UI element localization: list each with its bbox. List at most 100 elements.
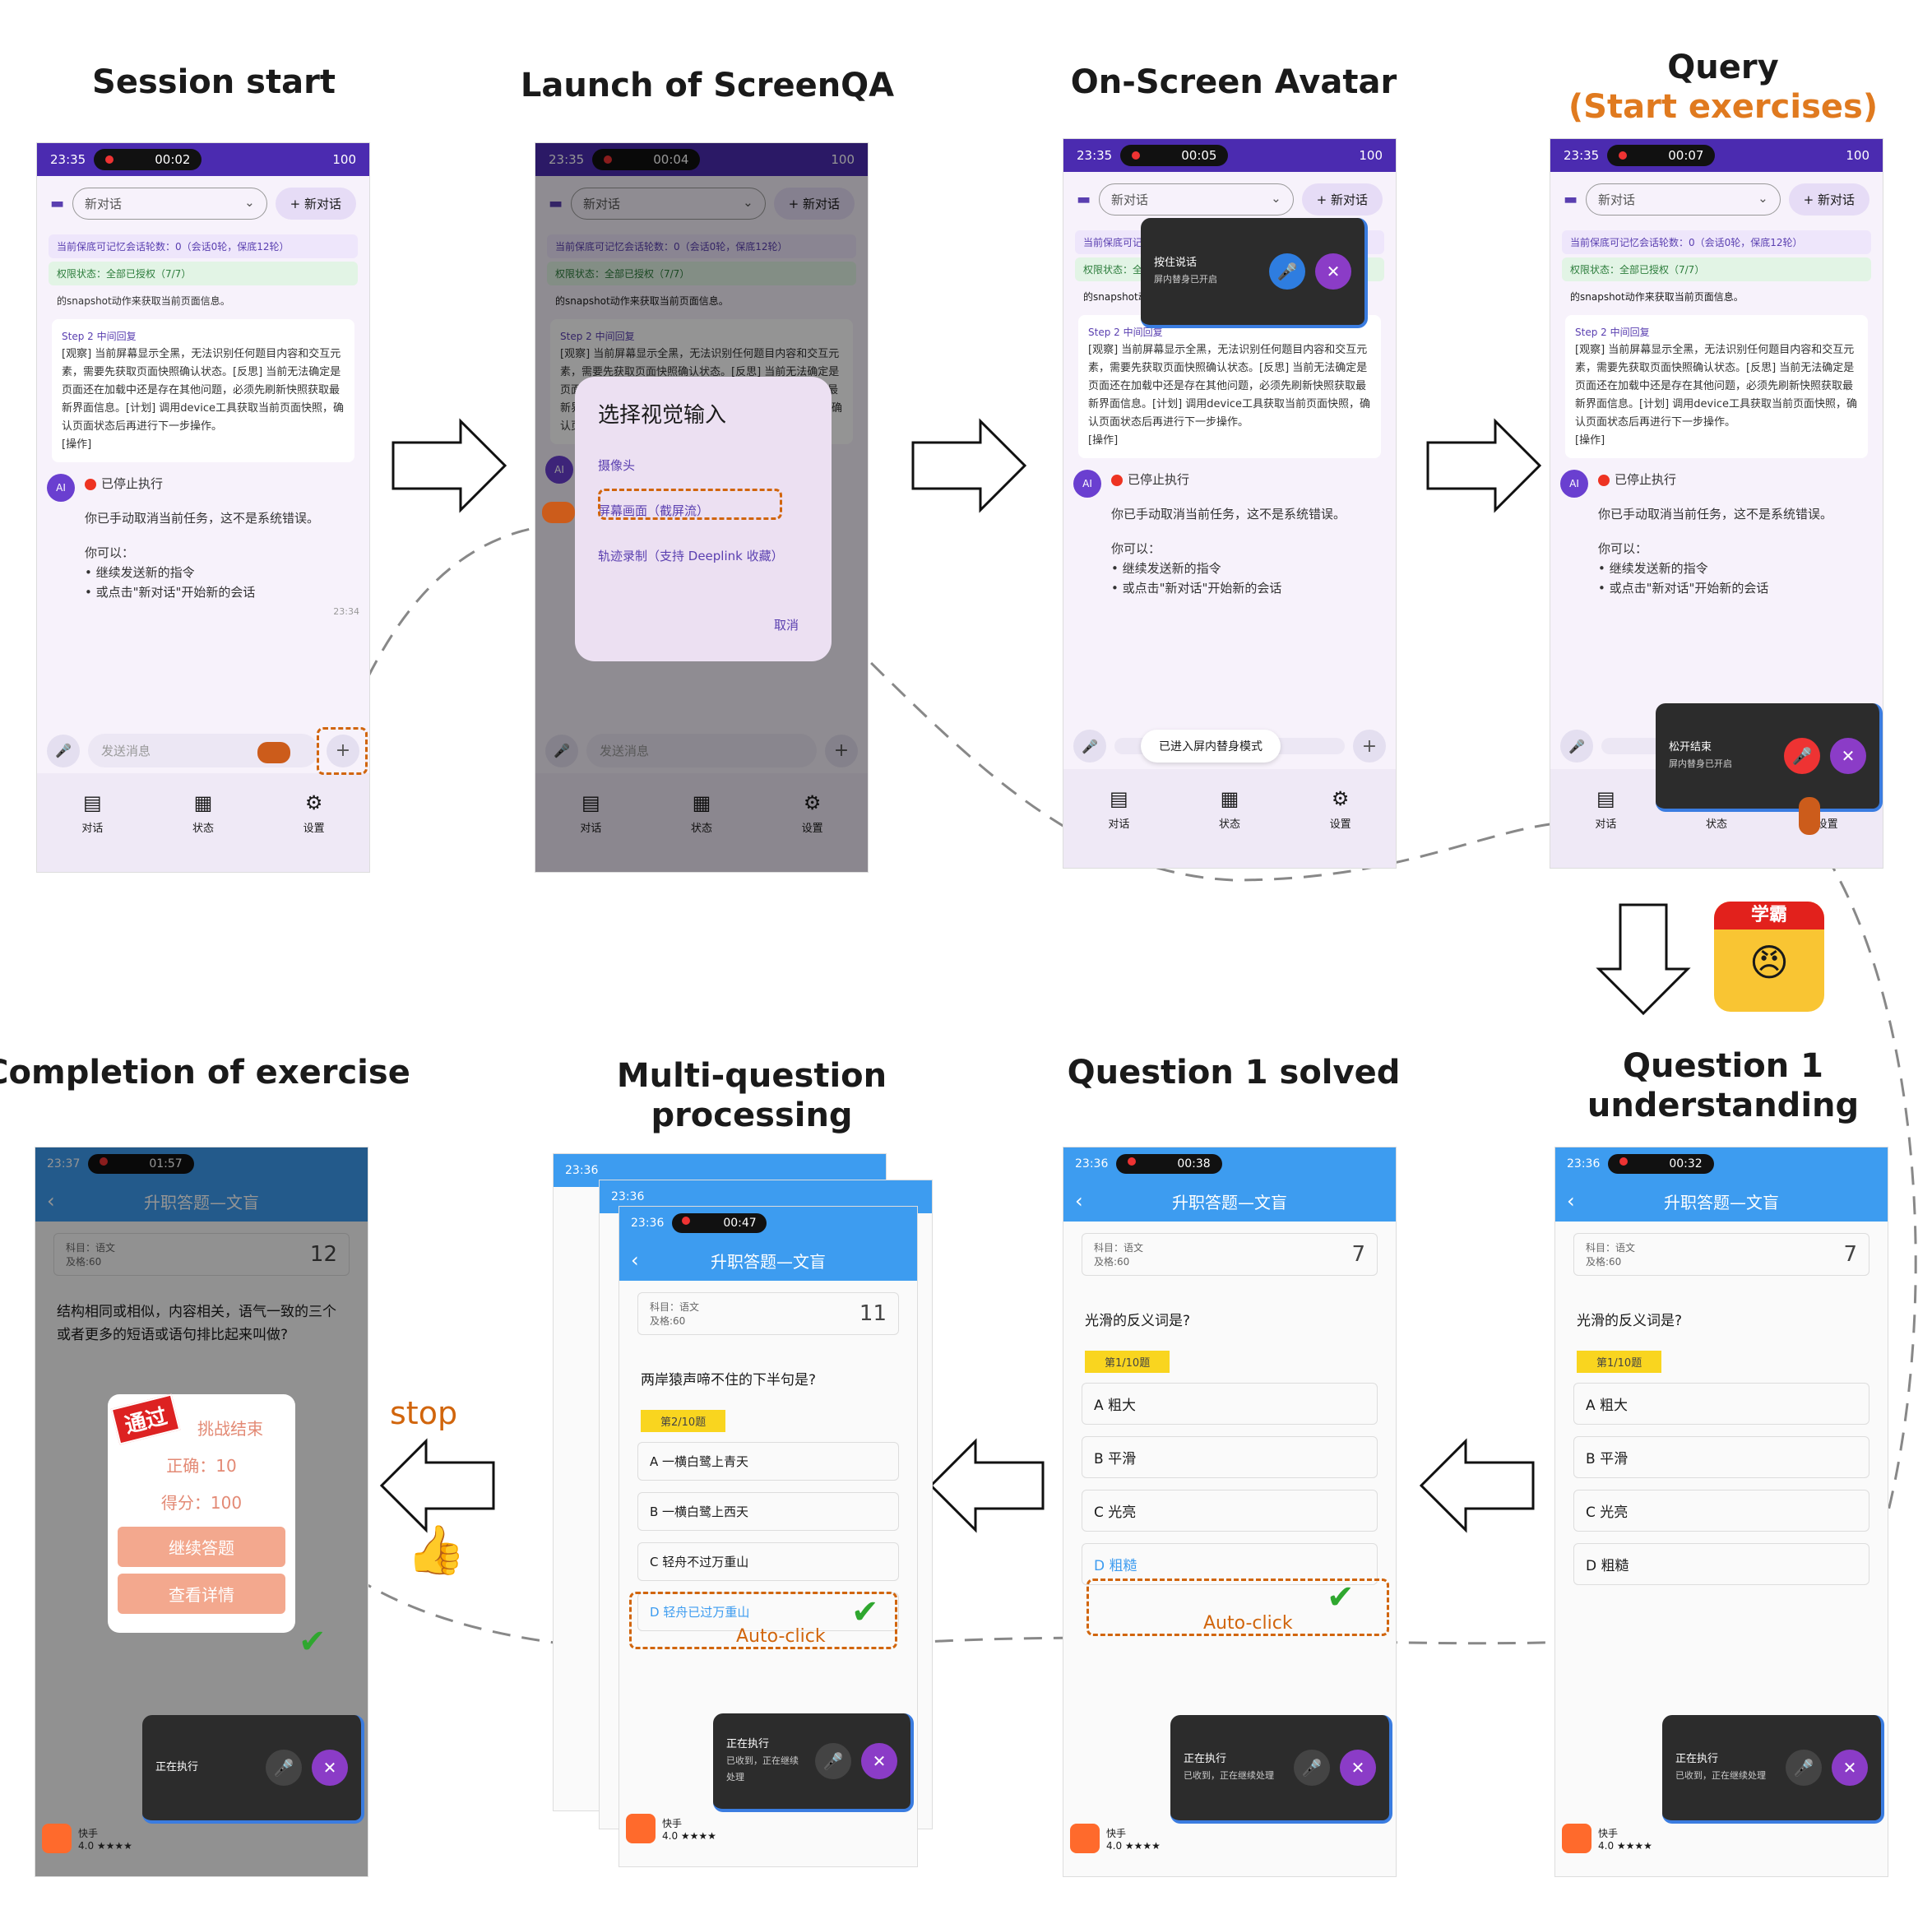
chat-icon[interactable]: ▬ (50, 195, 65, 212)
running-overlay[interactable]: 正在执行已收到，正在继续处理🎤✕ (1662, 1715, 1884, 1824)
continue-button[interactable]: 继续答题 (118, 1527, 285, 1567)
nav-chat[interactable]: ▤对话 (1108, 787, 1130, 831)
session-select[interactable]: 新对话⌄ (72, 188, 267, 220)
new-chat-button[interactable]: + 新对话 (1788, 183, 1869, 216)
nav-status[interactable]: ▦状态 (192, 791, 214, 835)
option-a[interactable]: A 粗大 (1573, 1383, 1869, 1425)
timer: 00:32 (1669, 1157, 1703, 1171)
step-action: [操作] (1575, 434, 1605, 447)
clock: 23:36 (565, 1164, 599, 1177)
option-2: • 或点击"新对话"开始新的会话 (85, 585, 256, 600)
clock: 23:36 (631, 1217, 665, 1230)
question-counter: 7 (1843, 1242, 1857, 1267)
release-to-end: 松开结束 (1669, 741, 1712, 753)
nav-settings[interactable]: ⚙设置 (1329, 787, 1351, 831)
mic-icon[interactable]: 🎤 (1294, 1750, 1330, 1786)
back-icon[interactable]: ‹ (631, 1249, 639, 1272)
option-c[interactable]: C 光亮 (1082, 1490, 1378, 1532)
option-c[interactable]: C 轻舟不过万重山 (637, 1542, 899, 1581)
arrow-right-2 (911, 418, 1027, 513)
session-select[interactable]: 新对话⌄ (1099, 183, 1294, 216)
nav-chat[interactable]: ▤对话 (580, 791, 602, 835)
nav-settings[interactable]: ⚙设置 (801, 791, 823, 835)
option-d[interactable]: D 粗糙 (1082, 1543, 1378, 1585)
plus-button[interactable]: + (327, 734, 359, 767)
running-overlay[interactable]: 正在执行已收到，正在继续处理🎤✕ (713, 1713, 914, 1812)
option-camera[interactable]: 摄像头 (598, 458, 636, 473)
new-chat-button[interactable]: + 新对话 (1301, 183, 1383, 216)
question-text: 结构相同或相似，内容相关，语气一致的三个或者更多的短语或语句排比起来叫做? (57, 1304, 336, 1343)
chat-icon[interactable]: ▬ (1077, 191, 1091, 208)
mic-icon[interactable]: 🎤 (1269, 253, 1305, 290)
plus-button[interactable]: + (1353, 730, 1386, 763)
mic-button[interactable]: 🎤 (1073, 730, 1106, 763)
timer: 01:57 (149, 1157, 183, 1171)
stop-icon (85, 478, 96, 490)
option-d[interactable]: D 粗糙 (1573, 1543, 1869, 1585)
permission-note: 权限状态：全部已授权（7/7） (547, 262, 856, 285)
running-overlay[interactable]: 正在执行🎤✕ (142, 1715, 364, 1824)
details-button[interactable]: 查看详情 (118, 1574, 285, 1614)
running-overlay[interactable]: 正在执行已收到，正在继续处理🎤✕ (1170, 1715, 1392, 1824)
stop-icon (1111, 474, 1123, 486)
message-input[interactable]: 发送消息 (586, 734, 817, 767)
mic-icon[interactable]: 🎤 (1786, 1750, 1822, 1786)
option-b[interactable]: B 平滑 (1082, 1436, 1378, 1478)
nav-status[interactable]: ▦状态 (690, 791, 712, 835)
back-icon[interactable]: ‹ (47, 1189, 55, 1212)
memory-note: 当前保底可记忆会话轮数：0（会话0轮，保底12轮） (547, 234, 856, 258)
auto-click-label: Auto-click (736, 1626, 826, 1647)
session-select[interactable]: 新对话⌄ (1586, 183, 1781, 216)
nav-status[interactable]: ▦状态 (1218, 787, 1240, 831)
option-a[interactable]: A 粗大 (1082, 1383, 1378, 1425)
back-icon[interactable]: ‹ (1075, 1189, 1083, 1212)
option-c[interactable]: C 光亮 (1573, 1490, 1869, 1532)
record-icon (604, 155, 613, 164)
close-icon[interactable]: ✕ (1830, 738, 1866, 774)
chat-icon[interactable]: ▬ (1564, 191, 1578, 208)
mic-button[interactable]: 🎤 (545, 734, 578, 767)
back-icon[interactable]: ‹ (1567, 1189, 1575, 1212)
option-track[interactable]: 轨迹录制（支持 Deeplink 收藏） (598, 549, 784, 563)
close-icon[interactable]: ✕ (1315, 253, 1351, 290)
new-chat-button[interactable]: + 新对话 (773, 188, 855, 220)
option-b[interactable]: B 平滑 (1573, 1436, 1869, 1478)
close-icon[interactable]: ✕ (1340, 1750, 1376, 1786)
step-label: Step 2 中间回复 (1575, 327, 1650, 338)
title-q1-understanding: Question 1 understanding (1493, 1046, 1932, 1125)
new-chat-button[interactable]: + 新对话 (275, 188, 356, 220)
mic-button[interactable]: 🎤 (47, 734, 80, 767)
mic-icon[interactable]: 🎤 (1784, 738, 1820, 774)
session-select[interactable]: 新对话⌄ (571, 188, 766, 220)
close-icon[interactable]: ✕ (1832, 1750, 1868, 1786)
nav-settings[interactable]: ⚙设置 (303, 791, 325, 835)
chat-tab-icon: ▤ (82, 791, 102, 814)
option-b[interactable]: B 一横白鹭上西天 (637, 1492, 899, 1531)
title-session-start: Session start (92, 63, 336, 101)
close-icon[interactable]: ✕ (861, 1743, 897, 1779)
close-icon[interactable]: ✕ (312, 1750, 348, 1786)
gear-icon: ⚙ (1331, 787, 1350, 810)
time-stamp: 23:34 (333, 606, 359, 617)
dialog-cancel-button[interactable]: 取消 (773, 618, 799, 633)
query-overlay[interactable]: 松开结束屏内替身已开启 🎤 ✕ (1656, 703, 1883, 812)
nav-chat[interactable]: ▤对话 (1595, 787, 1617, 831)
mic-icon[interactable]: 🎤 (815, 1743, 851, 1779)
option-screen[interactable]: 屏幕画面（截屏流） (598, 503, 710, 518)
nav-chat[interactable]: ▤对话 (81, 791, 104, 835)
chat-icon[interactable]: ▬ (549, 195, 563, 212)
step-text: [观察] 当前屏幕显示全黑，无法识别任何题目内容和交互元素，需要先获取页面快照确… (1575, 344, 1857, 429)
option-a[interactable]: A 一横白鹭上青天 (637, 1442, 899, 1481)
mic-button[interactable]: 🎤 (1560, 730, 1593, 763)
mic-icon[interactable]: 🎤 (266, 1750, 302, 1786)
avatar-overlay[interactable]: 按住说话屏内替身已开启 🎤 ✕ (1141, 218, 1368, 328)
you-can: 你可以： (85, 545, 135, 560)
plus-button[interactable]: + (825, 734, 858, 767)
kuaishou-logo-icon (1070, 1824, 1100, 1853)
